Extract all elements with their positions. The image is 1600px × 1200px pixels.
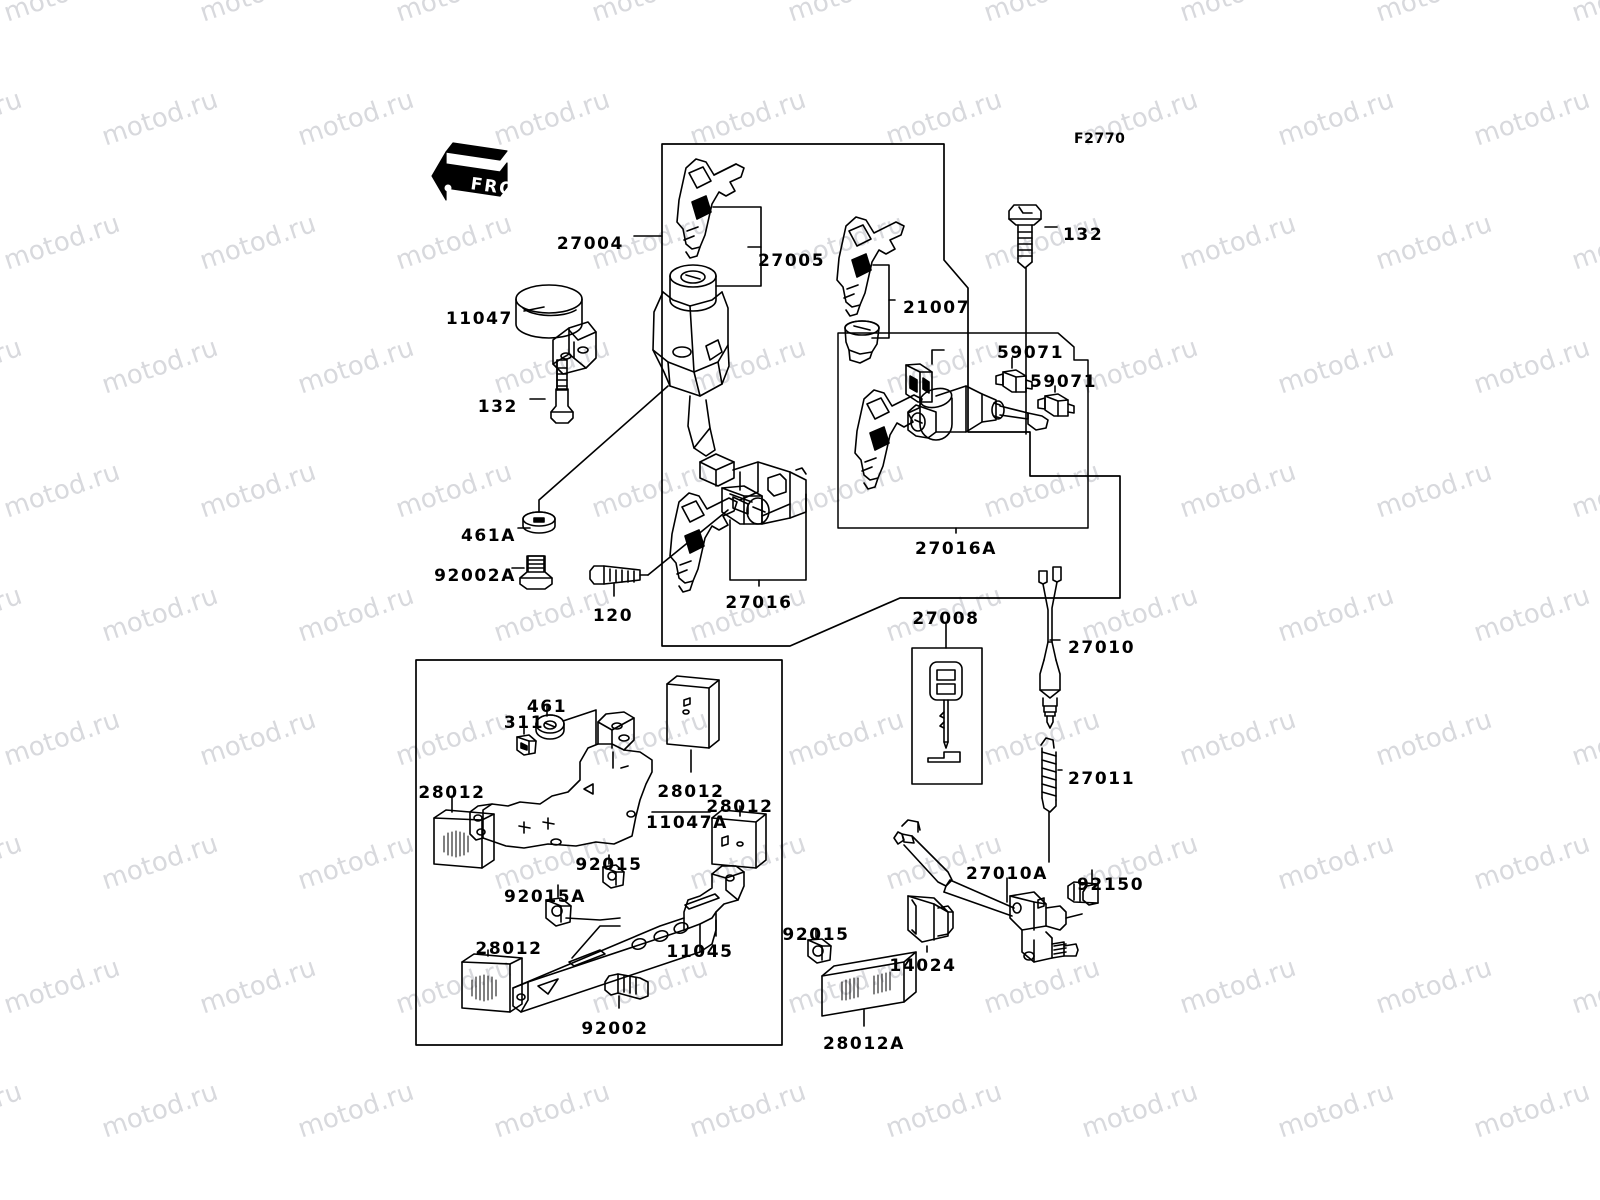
part-21007-lock-cap bbox=[836, 216, 905, 364]
group-boundary-27016A bbox=[837, 332, 1089, 529]
callout-11045: 11045 bbox=[666, 942, 734, 962]
part-27011-spring bbox=[1040, 737, 1057, 863]
part-59071-switch-b bbox=[1037, 393, 1075, 417]
callout-461a: 461A bbox=[460, 526, 516, 546]
key-27016A bbox=[854, 389, 923, 490]
callout-120: 120 bbox=[592, 606, 634, 626]
callout-11047: 11047 bbox=[445, 309, 513, 329]
part-92002A-bolt bbox=[519, 555, 553, 590]
callout-27008: 27008 bbox=[912, 609, 980, 629]
callout-11047a: 11047A bbox=[646, 813, 728, 833]
part-27010A-actuator-rod bbox=[893, 819, 1015, 917]
callout-59071: 59071 bbox=[997, 343, 1065, 363]
callout-92002a: 92002A bbox=[434, 566, 516, 586]
callout-27005: 27005 bbox=[758, 251, 826, 271]
group-boundary-27008 bbox=[911, 647, 983, 785]
callout-21007: 21007 bbox=[903, 298, 971, 318]
callout-59071: 59071 bbox=[1030, 372, 1098, 392]
callout-92015: 92015 bbox=[575, 855, 643, 875]
part-28012-pad-4 bbox=[461, 953, 523, 1013]
callout-92002: 92002 bbox=[581, 1019, 649, 1039]
callout-27004: 27004 bbox=[556, 234, 624, 254]
part-92015-nut-right bbox=[807, 938, 832, 964]
part-28012-pad-3 bbox=[711, 809, 767, 869]
callout-132: 132 bbox=[1063, 225, 1104, 245]
part-27010-cable bbox=[1038, 566, 1062, 729]
figure-code: F2770 bbox=[1074, 131, 1126, 147]
part-27008-key bbox=[929, 661, 963, 749]
part-461-washer-small bbox=[535, 714, 565, 740]
part-59071-switch-a bbox=[995, 369, 1033, 393]
key-27016 bbox=[669, 492, 738, 593]
part-11047A-bracket bbox=[469, 711, 653, 849]
part-92002-bolt-lower bbox=[604, 973, 649, 1000]
callout-14024: 14024 bbox=[889, 956, 957, 976]
callout-28012: 28012 bbox=[475, 939, 543, 959]
part-14024-cover bbox=[907, 895, 954, 943]
callout-27010a: 27010A bbox=[966, 864, 1048, 884]
group-boundary-27004 bbox=[661, 143, 1121, 647]
key-27005 bbox=[676, 158, 745, 259]
callout-28012: 28012 bbox=[418, 783, 486, 803]
part-28012-pad-2 bbox=[666, 675, 720, 749]
part-28012-pad-1 bbox=[433, 809, 495, 869]
group-boundary-lower-left bbox=[415, 659, 783, 1046]
part-311-nut bbox=[516, 734, 537, 756]
callout-92015: 92015 bbox=[782, 925, 850, 945]
callout-27016a: 27016A bbox=[915, 539, 997, 559]
callout-27016: 27016 bbox=[725, 593, 793, 613]
part-92015A-nut bbox=[545, 897, 572, 927]
part-92015-nut bbox=[602, 864, 625, 889]
part-132-bolt-right bbox=[1008, 204, 1042, 269]
ignition-switch-body bbox=[652, 264, 735, 487]
part-92150-bolt bbox=[1067, 881, 1099, 906]
part-132-bolt-left bbox=[550, 359, 574, 424]
part-120-screw bbox=[589, 565, 649, 585]
callout-92015a: 92015A bbox=[504, 887, 586, 907]
callout-28012a: 28012A bbox=[823, 1034, 905, 1054]
part-11045-bracket bbox=[512, 865, 745, 1013]
callout-461: 461 bbox=[526, 697, 568, 717]
callout-92150: 92150 bbox=[1077, 875, 1145, 895]
callout-27010: 27010 bbox=[1068, 638, 1136, 658]
part-27016-lock bbox=[721, 461, 807, 525]
callout-28012: 28012 bbox=[657, 782, 725, 802]
callout-28012: 28012 bbox=[706, 797, 774, 817]
part-27016A-lock-cylinder bbox=[854, 349, 1049, 490]
part-28012A-pad bbox=[821, 951, 917, 1017]
part-27005-ignition-switch bbox=[652, 158, 762, 487]
callout-132: 132 bbox=[477, 397, 518, 417]
key-21007 bbox=[836, 216, 905, 317]
callout-27011: 27011 bbox=[1068, 769, 1136, 789]
callout-311: 311 bbox=[503, 713, 545, 733]
